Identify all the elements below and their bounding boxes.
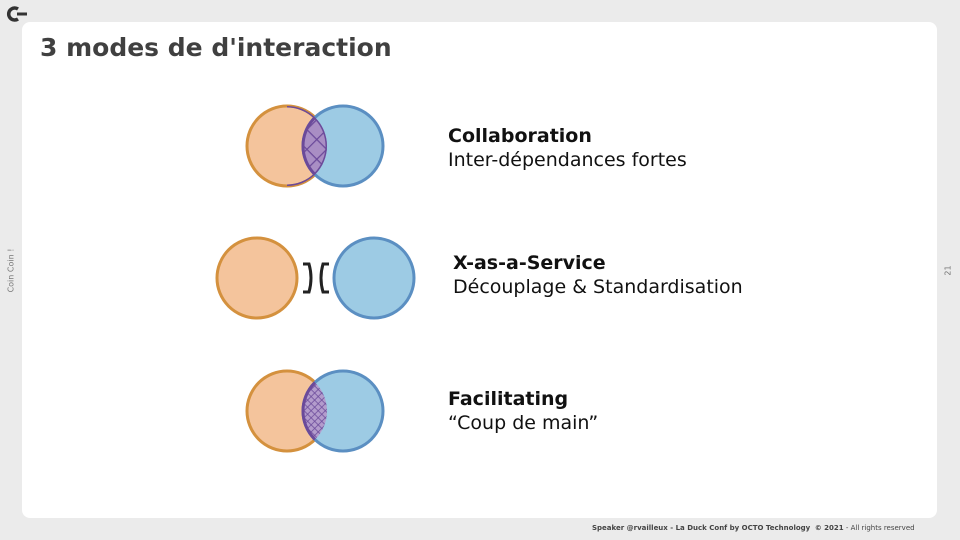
mode-subtitle: “Coup de main” (448, 412, 599, 434)
collaboration-venn-icon (245, 104, 385, 188)
mode-heading: X-as-a-Service (453, 252, 606, 274)
slide-card (22, 22, 937, 518)
xaas-circles-icon (215, 236, 416, 320)
mode-subtitle: Découplage & Standardisation (453, 276, 743, 298)
mode-heading: Collaboration (448, 125, 592, 147)
octo-logo-icon (7, 6, 27, 22)
page-title: 3 modes de d'interaction (40, 33, 392, 62)
mode-subtitle: Inter-dépendances fortes (448, 149, 687, 171)
mode-xaas: X-as-a-Service Découplage & Standardisat… (453, 252, 743, 298)
facilitating-venn-icon (245, 369, 385, 453)
footer-speaker: Speaker @rvailleux - La Duck Conf by OCT… (592, 524, 811, 532)
mode-heading: Facilitating (448, 388, 569, 410)
mode-facilitating: Facilitating “Coup de main” (448, 388, 598, 434)
mode-collaboration: Collaboration Inter-dépendances fortes (448, 125, 687, 171)
footer-rights: - All rights reserved (845, 524, 915, 532)
footer-copyright: © 2021 (814, 524, 844, 532)
footer: Speaker @rvailleux - La Duck Conf by OCT… (592, 524, 915, 532)
